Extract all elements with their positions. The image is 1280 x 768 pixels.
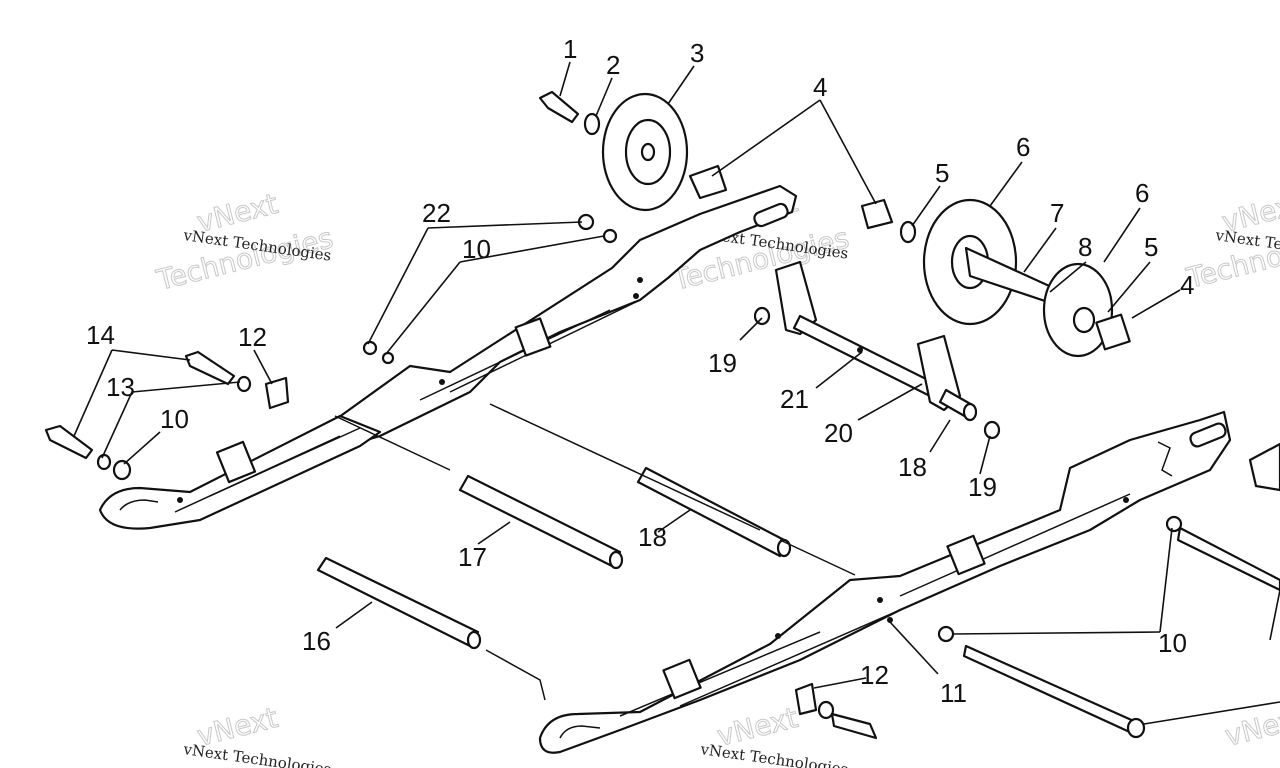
callout-16: 16 <box>302 626 331 656</box>
callout-18-lower: 18 <box>638 522 667 552</box>
callout-12-right: 12 <box>860 660 889 690</box>
svg-text:vNext: vNext <box>1222 701 1280 753</box>
callout-3: 3 <box>690 38 704 68</box>
left-slide-rail <box>98 414 382 530</box>
callout-6-right: 6 <box>1135 178 1149 208</box>
watermark-bottomleft: vNext vNext Technologies <box>181 700 332 768</box>
callout-19-lower: 19 <box>968 472 997 502</box>
callout-10-upper: 10 <box>462 234 491 264</box>
callout-1: 1 <box>563 34 577 64</box>
right-slide-rail <box>538 410 1232 754</box>
callout-4-right: 4 <box>1180 270 1194 300</box>
callout-10-left: 10 <box>160 404 189 434</box>
leader-lines <box>73 61 1280 725</box>
upper-idler-wheel <box>538 90 917 244</box>
watermark-topright: vNext Techno vNext Te <box>1182 186 1280 295</box>
callout-labels: 1 2 3 4 5 6 7 8 6 5 4 22 10 14 12 13 10 … <box>86 34 1194 708</box>
callout-8: 8 <box>1078 232 1092 262</box>
watermark-bottomright: vNext <box>1221 700 1280 753</box>
callout-2: 2 <box>606 50 620 80</box>
callout-17: 17 <box>458 542 487 572</box>
callout-10-right: 10 <box>1158 628 1187 658</box>
hardware <box>44 213 1280 740</box>
callout-19-upper: 19 <box>708 348 737 378</box>
callout-14: 14 <box>86 320 115 350</box>
rear-rail <box>333 184 798 450</box>
callout-22: 22 <box>422 198 451 228</box>
callout-20: 20 <box>824 418 853 448</box>
center-axle-assembly <box>774 260 978 422</box>
callout-12-left: 12 <box>238 322 267 352</box>
callout-5-right: 5 <box>1144 232 1158 262</box>
callout-18-upper: 18 <box>898 452 927 482</box>
callout-6-left: 6 <box>1016 132 1030 162</box>
callout-21: 21 <box>780 384 809 414</box>
callout-7: 7 <box>1050 198 1064 228</box>
callout-13: 13 <box>106 372 135 402</box>
callout-4: 4 <box>813 72 827 102</box>
svg-text:vNext Technologies: vNext Technologies <box>698 740 849 768</box>
svg-text:vNext Technologies: vNext Technologies <box>181 740 332 768</box>
callout-11: 11 <box>940 678 967 708</box>
callout-5-left: 5 <box>935 158 949 188</box>
cross-shafts <box>316 403 856 701</box>
watermark-topleft: vNext Technologies vNext Technologies <box>152 186 336 297</box>
rear-idler-axle <box>922 198 1280 492</box>
